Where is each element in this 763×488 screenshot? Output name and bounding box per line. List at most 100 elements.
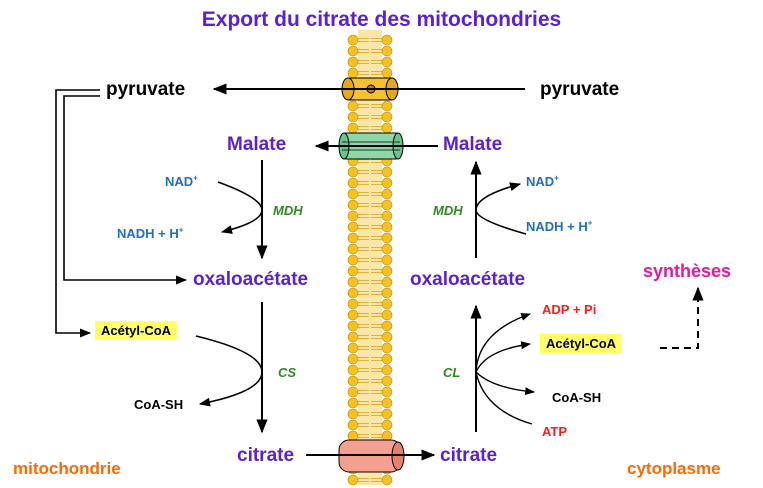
pyruvate-cyto-label: pyruvate — [540, 79, 620, 100]
lipid-tail — [371, 247, 382, 251]
lipid-head — [381, 375, 393, 387]
lipid-tail — [358, 324, 369, 328]
lipid-tail — [371, 203, 382, 207]
lipid-head — [381, 342, 393, 354]
nad-reduction-arc — [217, 181, 263, 234]
lipid-head — [347, 353, 359, 365]
page-title: Export du citrate des mitochondries — [201, 8, 562, 31]
lipid-head — [381, 177, 393, 189]
lipid-tail — [371, 357, 382, 361]
lipid-head — [347, 122, 359, 134]
lipid-tail — [371, 302, 382, 306]
lipid-head — [347, 243, 359, 255]
lipid-tail — [371, 236, 382, 240]
lipid-head — [347, 397, 359, 409]
acetylcoa-cyto-label: Acétyl-CoA — [540, 334, 623, 353]
lipid-head — [347, 100, 359, 112]
lipid-head — [381, 34, 393, 46]
lipid-tail — [371, 291, 382, 295]
cs-enzyme: CS — [278, 365, 297, 380]
coash-cyto-label: CoA-SH — [552, 390, 602, 405]
lipid-tail — [371, 192, 382, 196]
lipid-tail — [358, 412, 369, 416]
lipid-tail — [358, 38, 369, 42]
nadh-oxidation-arc — [475, 182, 527, 235]
lipid-tail — [358, 60, 369, 64]
lipid-tail — [358, 302, 369, 306]
lipid-tail — [371, 269, 382, 273]
lipid-head — [381, 210, 393, 222]
lipid-tail — [371, 423, 382, 427]
lipid-tail — [358, 247, 369, 251]
lipid-heads — [347, 34, 393, 486]
lipid-tail — [371, 49, 382, 53]
lipid-tail — [358, 478, 369, 482]
lipid-tail — [371, 126, 382, 130]
lipid-tail — [371, 313, 382, 317]
lipid-head — [347, 342, 359, 354]
lipid-tail — [371, 401, 382, 405]
lipid-head — [347, 276, 359, 288]
lipid-tail — [371, 390, 382, 394]
lipid-head — [347, 45, 359, 57]
nadh-cyto-label: NADH + H+ — [526, 218, 593, 234]
lipid-tail — [358, 181, 369, 185]
citrate-cyto-label: citrate — [440, 445, 498, 466]
lipid-tail — [358, 346, 369, 350]
lipid-head — [347, 309, 359, 321]
lipid-tail — [358, 313, 369, 317]
lipid-tail — [371, 170, 382, 174]
atp-label: ATP — [542, 424, 568, 439]
acetylcoa-consumption-arc — [195, 335, 263, 407]
lipid-tail — [358, 291, 369, 295]
lipid-tail — [371, 181, 382, 185]
lipid-head — [347, 166, 359, 178]
lipid-head — [381, 419, 393, 431]
lipid-tail — [371, 324, 382, 328]
lipid-tail — [358, 335, 369, 339]
lipid-tail — [371, 115, 382, 119]
lipid-tail — [358, 434, 369, 438]
pyruvate-mito-label: pyruvate — [106, 79, 186, 100]
lipid-head — [381, 56, 393, 68]
lipid-tail — [358, 192, 369, 196]
lipid-tail — [358, 379, 369, 383]
lipid-head — [347, 408, 359, 420]
lipid-tail — [371, 412, 382, 416]
malate-mito-label: Malate — [227, 134, 287, 155]
lipid-head — [347, 199, 359, 211]
lipid-head — [347, 221, 359, 233]
lipid-tail — [371, 434, 382, 438]
lipid-tail — [358, 280, 369, 284]
lipid-head — [381, 265, 393, 277]
lipid-tail — [358, 269, 369, 273]
oxaloacetate-mito-label: oxaloacétate — [193, 269, 309, 290]
lipid-tail — [358, 368, 369, 372]
lipid-tail — [358, 214, 369, 218]
coash-arc — [475, 371, 535, 396]
lipid-head — [381, 45, 393, 57]
lipid-tail — [371, 379, 382, 383]
lipid-head — [381, 287, 393, 299]
lipid-head — [347, 111, 359, 123]
lipid-head — [347, 67, 359, 79]
cl-enzyme: CL — [443, 365, 461, 380]
lipid-head — [381, 67, 393, 79]
lipid-head — [381, 474, 393, 486]
lipid-head — [347, 265, 359, 277]
lipid-tail — [358, 236, 369, 240]
lipid-head — [347, 364, 359, 376]
lipid-head — [381, 276, 393, 288]
nad-cyto-label: NAD+ — [526, 173, 559, 189]
acetylcoa-product-arc — [475, 341, 531, 373]
lipid-head — [347, 210, 359, 222]
lipid-tail — [358, 203, 369, 207]
malate-cyto-label: Malate — [443, 134, 503, 155]
lipid-head — [381, 199, 393, 211]
lipid-head — [381, 298, 393, 310]
oxaloacetate-cyto-label: oxaloacétate — [410, 269, 526, 290]
mdh-mito-enzyme: MDH — [273, 203, 303, 218]
mdh-cyto-enzyme: MDH — [433, 203, 463, 218]
lipid-tail — [358, 115, 369, 119]
lipid-head — [381, 188, 393, 200]
